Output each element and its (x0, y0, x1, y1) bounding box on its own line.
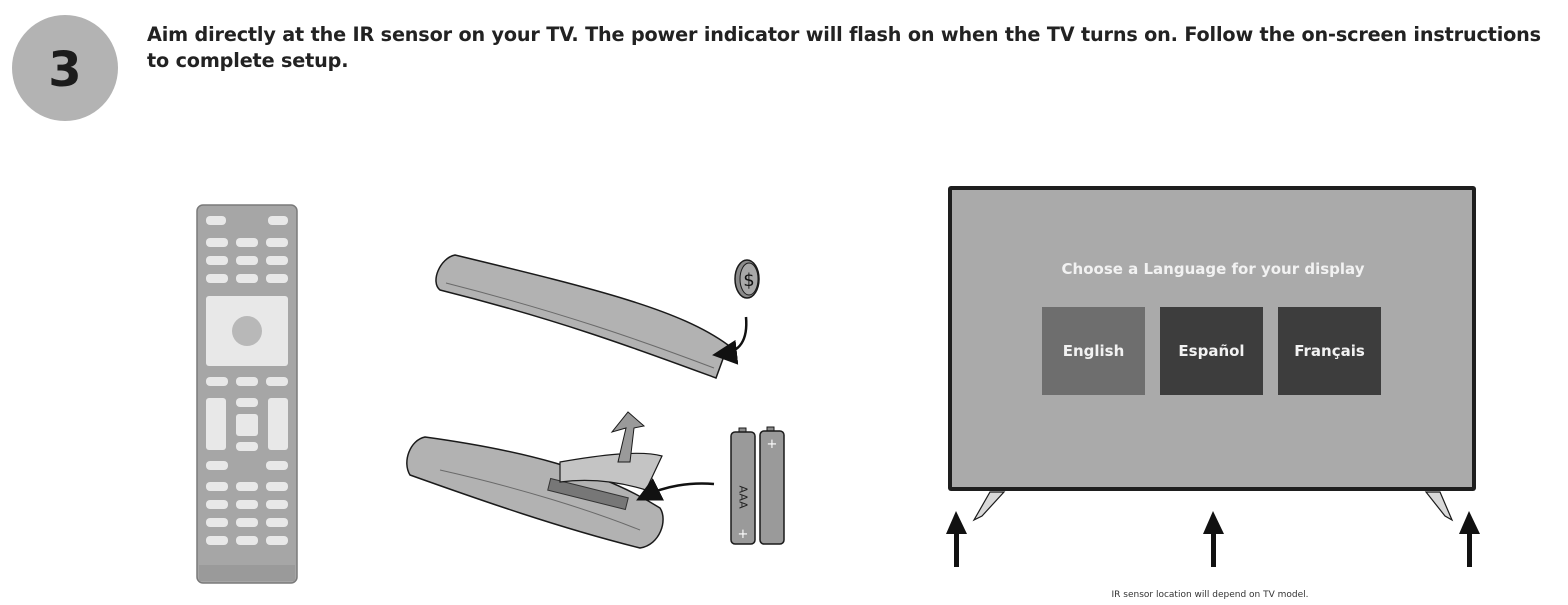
step-number: 3 (48, 42, 82, 98)
remote-control-illustration (196, 204, 298, 584)
ir-sensor-footnote: IR sensor location will depend on TV mod… (1111, 590, 1309, 600)
battery-type-label: AAA (736, 485, 750, 509)
aaa-batteries-illustration (730, 426, 785, 545)
battery-plus-symbol-1: + (738, 527, 749, 542)
coin-symbol: $ (743, 270, 754, 291)
language-option-espanol[interactable]: Español (1160, 307, 1263, 395)
step-instruction: Aim directly at the IR sensor on your TV… (147, 23, 1541, 72)
remote-back-cover-illustration (435, 254, 760, 379)
ir-sensor-arrows (946, 511, 1480, 567)
tv-language-heading: Choose a Language for your display (1061, 260, 1365, 278)
language-option-francais[interactable]: Français (1278, 307, 1381, 395)
battery-plus-symbol-2: + (767, 437, 778, 452)
language-option-english[interactable]: English (1042, 307, 1145, 395)
remote-open-compartment-illustration (406, 411, 715, 549)
step-number-badge: 3 (12, 15, 118, 121)
